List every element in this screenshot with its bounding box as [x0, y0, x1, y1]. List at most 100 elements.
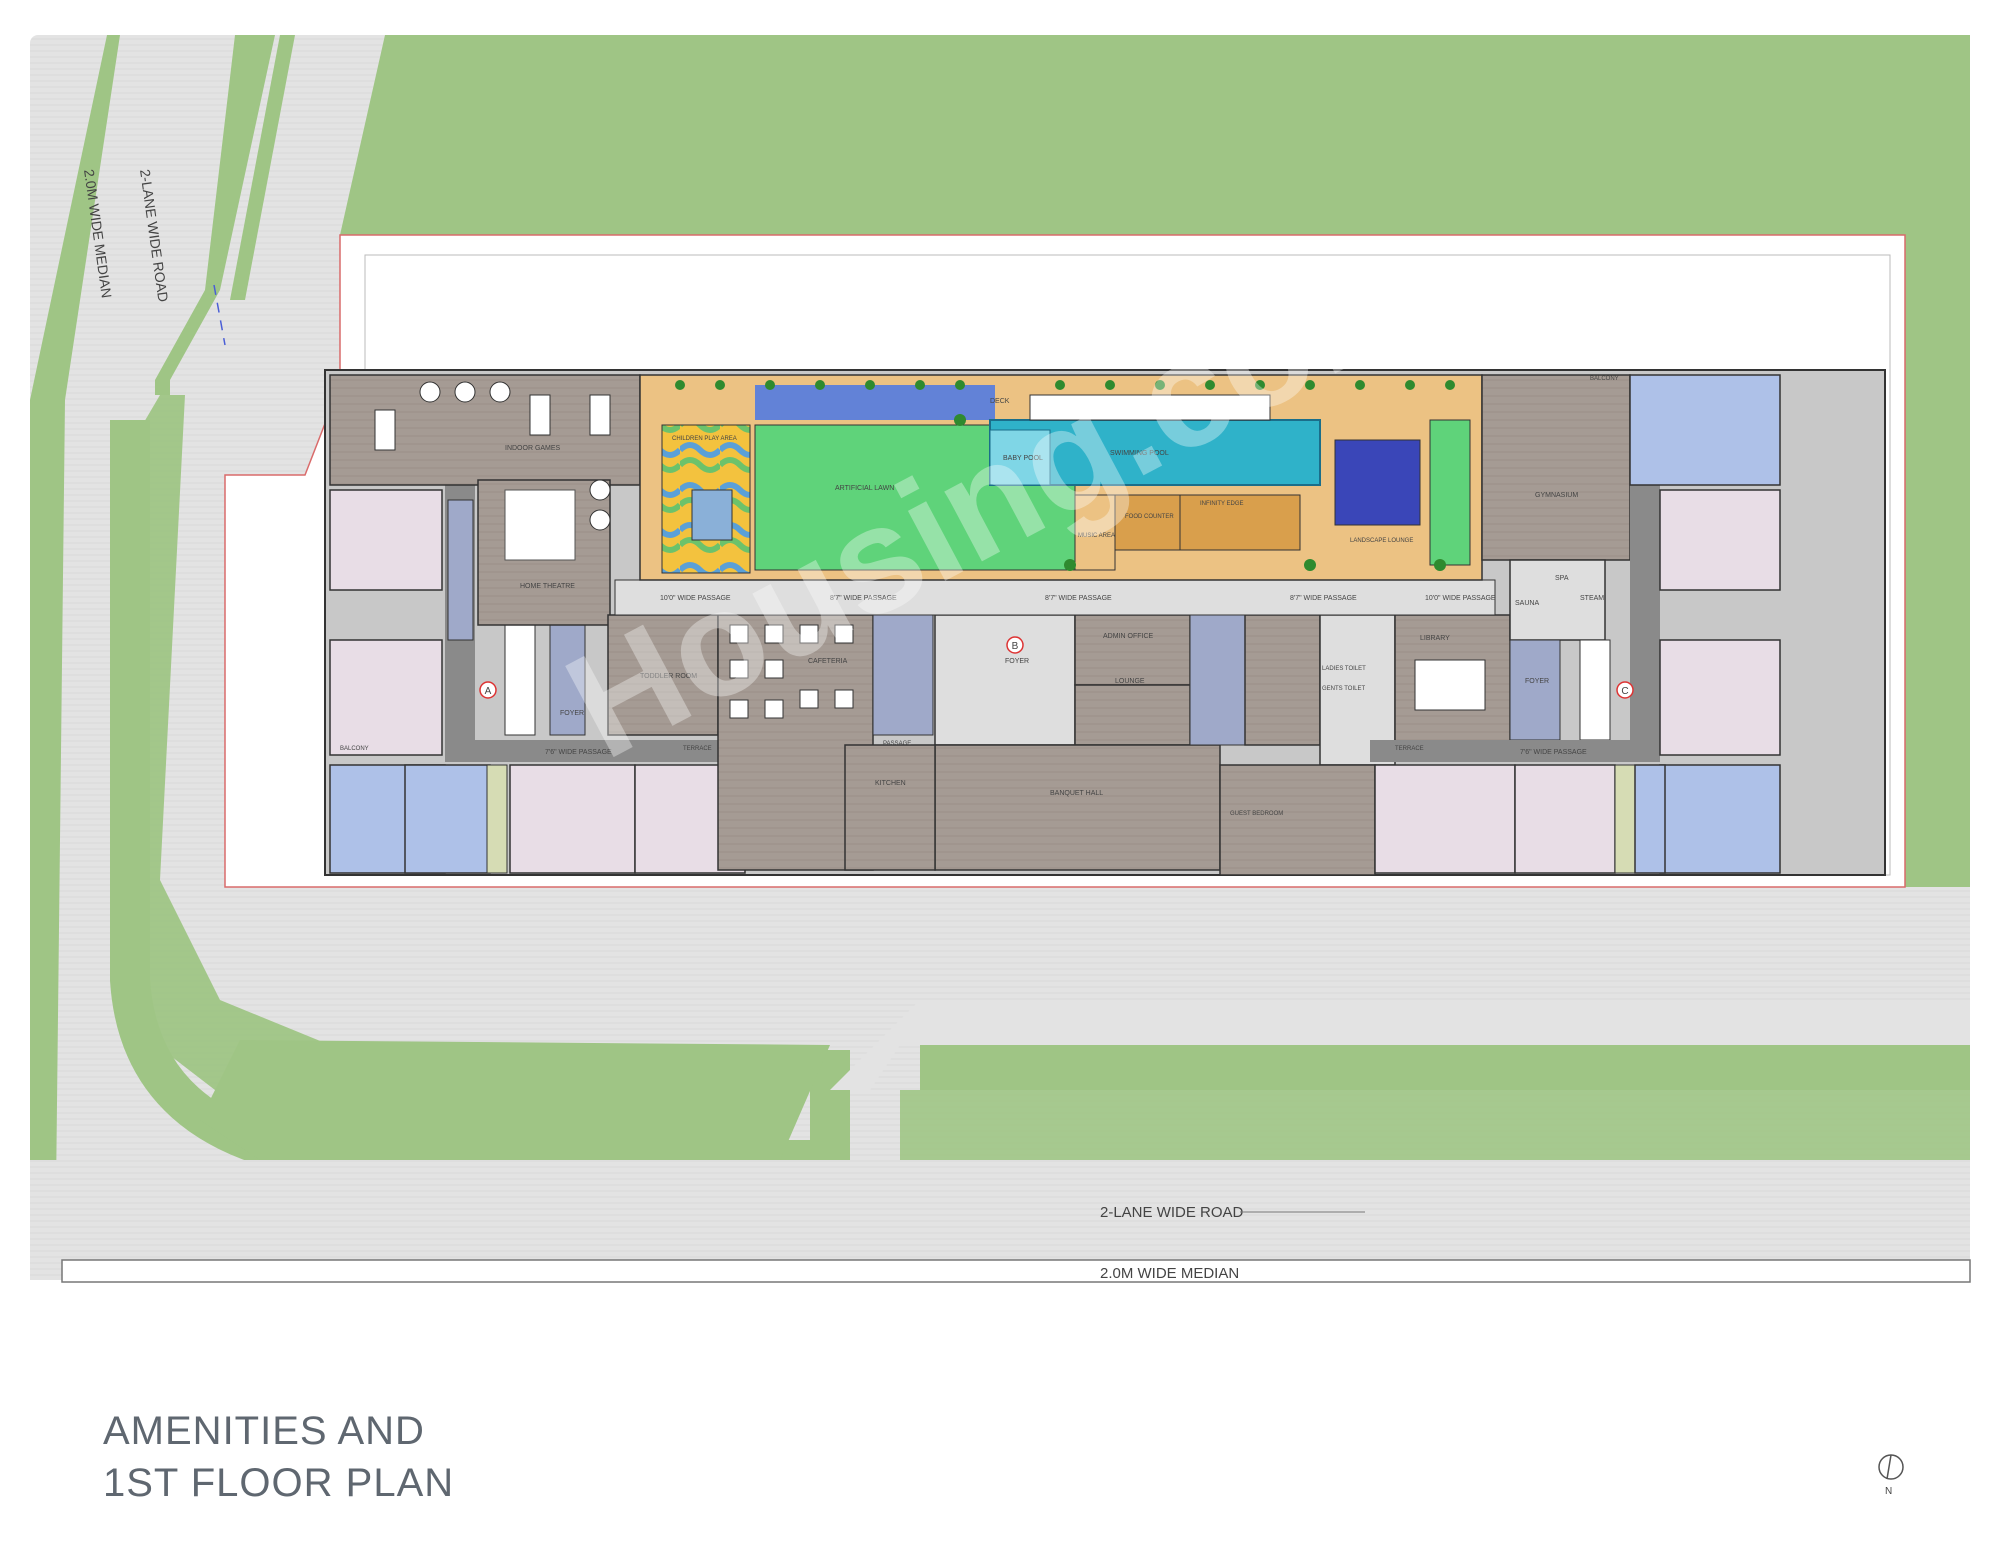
lawn-stripes — [755, 385, 995, 420]
label-infinity-edge: INFINITY EDGE — [1200, 501, 1244, 507]
foyer-b — [934, 614, 1076, 746]
library-desk — [1414, 659, 1486, 711]
label-landscape-lounge: LANDSCAPE LOUNGE — [1350, 538, 1413, 544]
road-bend — [830, 1000, 1970, 1090]
label-food-counter: FOOD COUNTER — [1125, 514, 1174, 520]
flat-a-s2 — [509, 764, 636, 874]
label-home-theatre: HOME THEATRE — [520, 583, 575, 590]
stair-a — [447, 499, 474, 641]
road-service — [240, 888, 1970, 998]
label-gymnasium: GYMNASIUM — [1535, 492, 1578, 499]
lift-b2 — [1189, 614, 1246, 746]
label-terrace-c: TERRACE — [1395, 746, 1424, 752]
label-gents-toilet: GENTS TOILET — [1322, 686, 1365, 692]
label-indoor-games: INDOOR GAMES — [505, 445, 561, 452]
passage-label-5: 10'0" WIDE PASSAGE — [1425, 595, 1496, 602]
label-lounge: LOUNGE — [1115, 678, 1145, 685]
planters — [675, 380, 1455, 571]
label-baby-pool: BABY POOL — [1003, 455, 1043, 462]
label-banquet-hall: BANQUET HALL — [1050, 790, 1103, 797]
flat-c-ne — [1629, 374, 1781, 486]
label-music-area: MUSIC AREA — [1078, 533, 1115, 539]
spa — [1509, 559, 1606, 641]
theatre-seats — [504, 489, 576, 561]
median-south — [61, 1259, 1971, 1283]
green-strip-west-1 — [155, 35, 275, 395]
green-strip-south-1 — [200, 1040, 830, 1160]
game-tables — [374, 381, 611, 531]
stair-c — [1509, 639, 1561, 741]
label-spa: SPA — [1555, 575, 1569, 582]
passage-label-3: 8'7" WIDE PASSAGE — [1045, 595, 1112, 602]
flat-c-s3 — [1634, 764, 1666, 874]
label-foyer-b: FOYER — [1005, 658, 1029, 665]
flat-c-mid — [1659, 639, 1781, 756]
banquet-hall — [934, 744, 1221, 871]
median-label-south: 2.0M WIDE MEDIAN — [1100, 1265, 1239, 1282]
passage-label-2: 8'7" WIDE PASSAGE — [830, 595, 897, 602]
passage-label-7: 7'6" WIDE PASSAGE — [1520, 749, 1587, 756]
label-cafeteria: CAFETERIA — [808, 658, 848, 665]
passage-c-vertical — [1630, 480, 1660, 760]
pool-loungers — [1029, 394, 1271, 421]
north-arrow-icon: N — [1878, 1454, 1904, 1496]
guest-bedrooms — [1219, 764, 1376, 876]
flat-a-north — [329, 489, 443, 591]
label-foyer-a: FOYER — [560, 710, 584, 717]
wing-b-marker — [1006, 636, 1024, 654]
label-childrens-play: CHILDREN PLAY AREA — [672, 436, 737, 442]
green-strip-west-2 — [230, 35, 295, 300]
landscape-lounge — [1334, 439, 1421, 526]
music-area — [1074, 494, 1116, 571]
lounge — [1074, 684, 1191, 746]
label-kitchen: KITCHEN — [875, 780, 906, 787]
wing-b-label: B — [1012, 641, 1019, 652]
label-deck: DECK — [990, 398, 1010, 405]
baby-pool — [989, 429, 1051, 486]
wing-c-marker — [1616, 681, 1634, 699]
lounge-2 — [1244, 614, 1321, 746]
cafeteria-tables — [729, 624, 854, 719]
wing-c-label: C — [1621, 686, 1628, 697]
flat-a-s1 — [404, 764, 491, 874]
terrace-a — [486, 764, 508, 874]
label-artificial-lawn: ARTIFICIAL LAWN — [835, 485, 894, 492]
infinity-edge — [1179, 494, 1301, 551]
play-structure — [691, 489, 733, 541]
amenity-passage — [614, 579, 1496, 616]
label-admin-office: ADMIN OFFICE — [1103, 633, 1153, 640]
label-ladies-toilet: LADIES TOILET — [1322, 666, 1366, 672]
label-swimming-pool: SWIMMING POOL — [1110, 450, 1169, 457]
title-line-2: 1ST FLOOR PLAN — [103, 1461, 455, 1505]
flat-c-s1 — [1374, 764, 1516, 874]
stair-a2 — [549, 624, 586, 736]
wing-a-marker — [479, 681, 497, 699]
lift-c — [1579, 639, 1611, 741]
label-library: LIBRARY — [1420, 635, 1450, 642]
road-label-south: 2-LANE WIDE ROAD — [1100, 1204, 1244, 1221]
admin-office — [1074, 614, 1191, 686]
lift-b — [872, 614, 934, 736]
label-passage: PASSAGE — [883, 741, 911, 747]
passage-a-horizontal — [445, 740, 745, 762]
kitchen — [844, 744, 936, 871]
passage-c-horizontal — [1370, 740, 1660, 762]
wing-a-label: A — [485, 686, 492, 697]
page-title: AMENITIES AND 1ST FLOOR PLAN — [103, 1405, 454, 1509]
flat-c-s2 — [1514, 764, 1616, 874]
passage-label-4: 8'7" WIDE PASSAGE — [1290, 595, 1357, 602]
flat-c-north — [1659, 489, 1781, 591]
green-strip-south-3 — [900, 1090, 1970, 1160]
flat-a-mid — [329, 639, 443, 756]
lift-a — [504, 624, 536, 736]
label-sauna: SAUNA — [1515, 600, 1539, 607]
label-guest-bedroom: GUEST BEDROOM — [1230, 811, 1283, 817]
flat-c-se — [1659, 764, 1781, 874]
passage-label-6: 7'6" WIDE PASSAGE — [545, 749, 612, 756]
terrace-c — [1614, 764, 1636, 874]
green-strip-west-outer — [30, 35, 120, 1280]
gymnasium — [1481, 374, 1631, 561]
passage-label-1: 10'0" WIDE PASSAGE — [660, 595, 731, 602]
label-toddler-room: TODDLER ROOM — [640, 673, 697, 680]
